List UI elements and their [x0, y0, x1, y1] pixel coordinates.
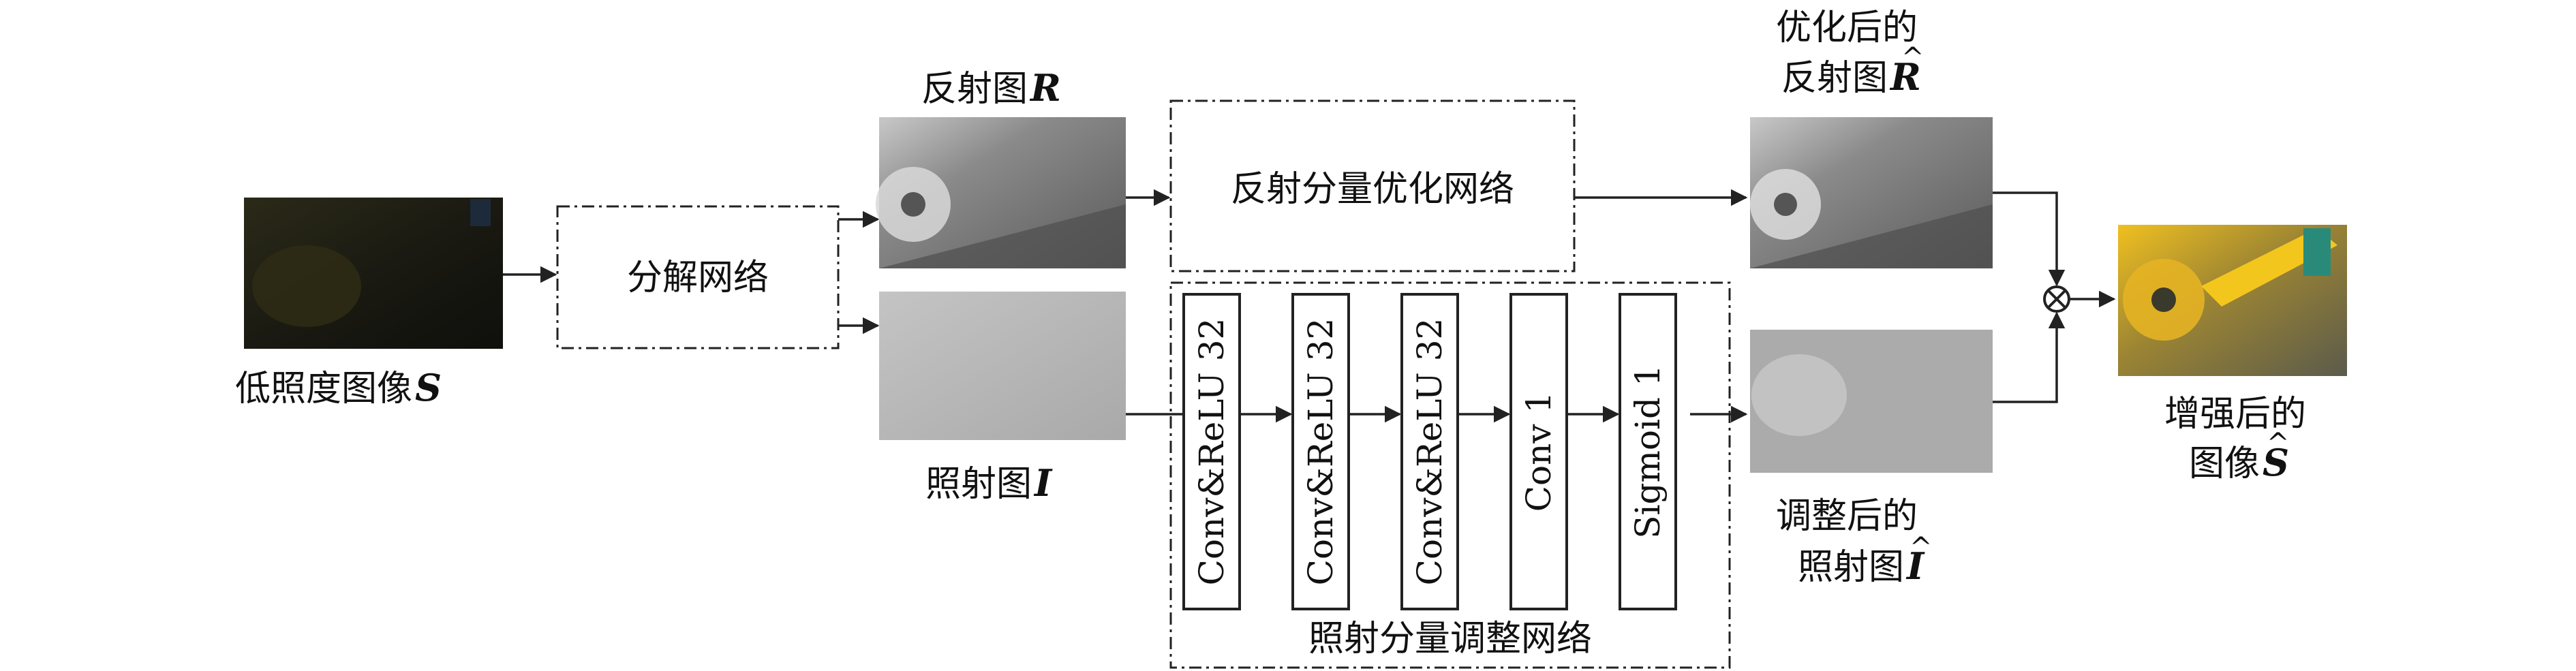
- arrow-opt-reflect-to-mult: [1993, 191, 2066, 287]
- opt-reflect-image: [1750, 117, 1993, 268]
- layer-box-2: [1291, 293, 1350, 610]
- opt-reflect-caption-line1: 优化后的: [1776, 7, 1918, 48]
- adj-illum-caption-line1: 调整后的: [1776, 496, 1918, 537]
- illum-image: [879, 292, 1126, 440]
- layer-stack: Conv&ReLU 32 Conv&ReLU 32 Conv&ReLU 32 Conv…: [1182, 293, 1677, 610]
- arrow-adj-illum-to-mult: [1993, 311, 2066, 403]
- layer-label-5: Sigmoid 1: [1628, 364, 1668, 538]
- output-image: [2118, 225, 2347, 376]
- input-image: [244, 198, 503, 349]
- output-hat: ^: [2267, 428, 2290, 459]
- reflect-image: [876, 117, 1126, 268]
- illum-adjustment-network-label: 照射分量调整网络: [1308, 619, 1592, 659]
- adj-illum-caption-line2: 照射图I: [1798, 544, 1925, 588]
- opt-reflect-caption-line2: 反射图R: [1781, 55, 1921, 99]
- opt-reflect-hat: ^: [1901, 42, 1925, 74]
- layer-label-4: Conv 1: [1519, 392, 1559, 512]
- layer-box-5: [1619, 293, 1677, 610]
- adj-illum-hat: ^: [1910, 532, 1933, 563]
- input-caption: 低照度图像S: [235, 366, 442, 409]
- decomposition-network-label: 分解网络: [627, 258, 769, 298]
- layer-label-1: Conv&ReLU 32: [1192, 318, 1231, 586]
- reflect-caption: 反射图R: [921, 66, 1061, 110]
- layer-label-3: Conv&ReLU 32: [1410, 318, 1450, 586]
- output-caption-line2: 图像S: [2189, 441, 2289, 484]
- layer-box-1: [1182, 293, 1241, 610]
- illum-adjustment-network-box: [1169, 281, 1731, 669]
- layer-box-4: [1509, 293, 1568, 610]
- adj-illum-image: [1750, 330, 1993, 473]
- illum-caption: 照射图I: [925, 461, 1053, 505]
- output-caption-line1: 增强后的: [2164, 394, 2306, 435]
- multiply-node-icon: [2043, 285, 2070, 313]
- decomposition-network-box: [556, 205, 840, 349]
- layer-box-3: [1400, 293, 1459, 610]
- reflect-optimization-network-box: [1169, 99, 1576, 272]
- layer-label-2: Conv&ReLU 32: [1301, 318, 1340, 586]
- reflect-optimization-network-label: 反射分量优化网络: [1231, 169, 1514, 210]
